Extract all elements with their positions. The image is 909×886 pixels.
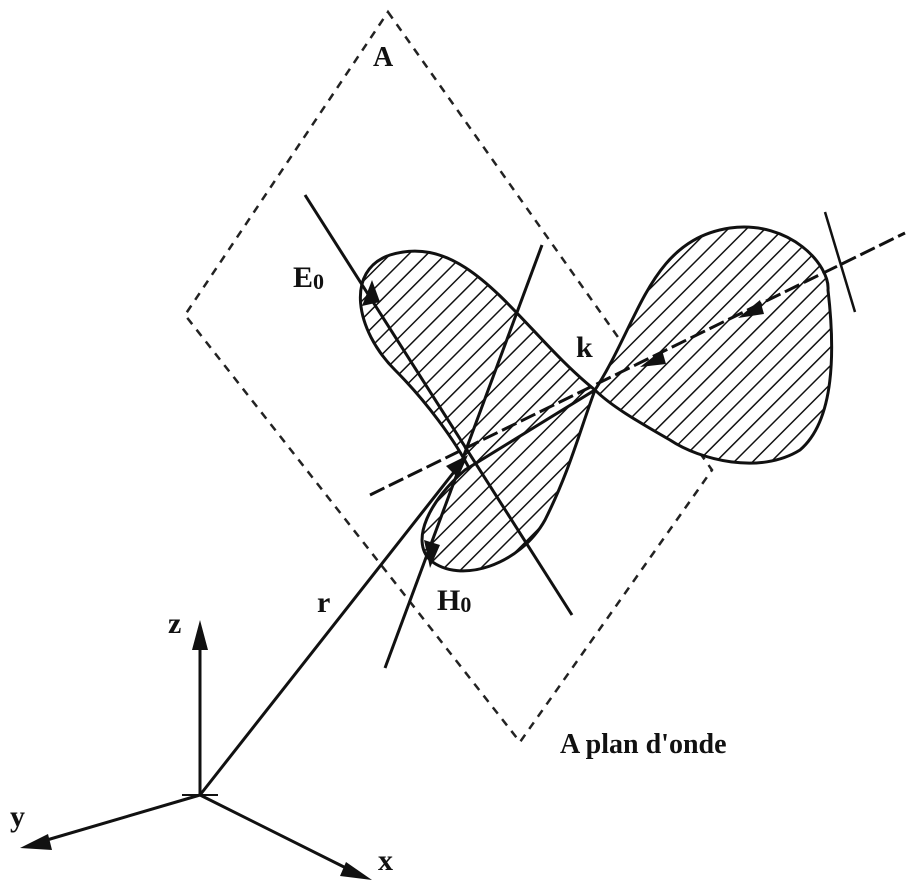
field-lobe-right: [593, 225, 834, 465]
e-field-label: E0: [293, 261, 324, 294]
wave-vector-arrowhead-2: [738, 300, 764, 318]
axis-x-label: x: [378, 844, 393, 877]
wave-vector-arrowhead-1: [640, 350, 666, 367]
h-field-arrowhead: [424, 540, 440, 568]
plane-caption: A plan d'onde: [560, 729, 727, 760]
position-vector-arrowhead: [446, 455, 468, 478]
position-vector-line: [198, 457, 467, 796]
h-field-label-sub: 0: [460, 592, 471, 617]
axis-y-line: [39, 793, 201, 844]
h-field-label-main: H: [437, 584, 460, 617]
axis-y-arrowhead: [20, 834, 52, 850]
e-field-arrowhead: [362, 280, 380, 306]
e-field-line: [303, 194, 574, 616]
h-field-label: H0: [437, 584, 471, 617]
wave-vector-label: k: [576, 331, 593, 364]
far-field-line: [823, 211, 857, 313]
h-field-lobe-lower: [420, 386, 598, 573]
axis-z-label: z: [168, 607, 181, 640]
e-field-lobe-left: [358, 249, 598, 473]
propagation-axis: [369, 231, 906, 497]
e-field-label-sub: 0: [313, 269, 324, 294]
axis-z-arrowhead: [192, 620, 208, 650]
axis-x-line: [199, 793, 351, 872]
e-field-label-main: E: [293, 261, 313, 294]
h-field-line: [383, 244, 544, 669]
axis-x-arrowhead: [340, 862, 372, 880]
axis-y-label: y: [10, 800, 25, 833]
position-vector-label: r: [317, 586, 330, 619]
plane-label-top: A: [373, 42, 394, 73]
